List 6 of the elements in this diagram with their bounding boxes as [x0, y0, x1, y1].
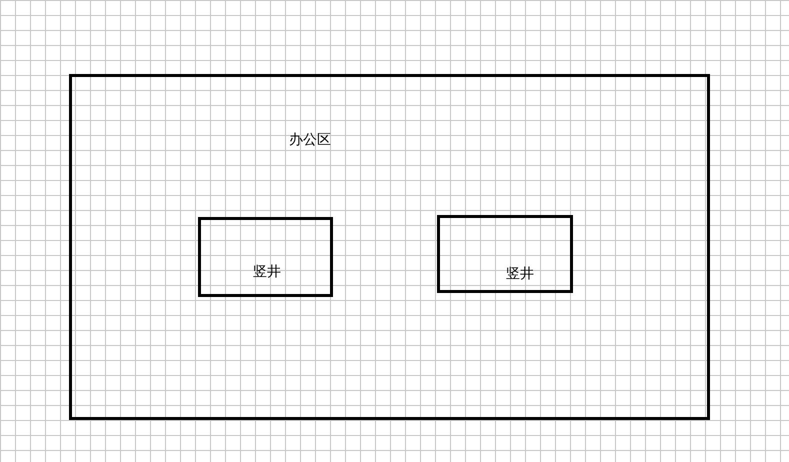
shaft-label: 竖井 — [253, 264, 281, 280]
room-label: 办公区 — [289, 132, 331, 148]
room-outline — [69, 74, 710, 420]
shaft-label: 竖井 — [506, 266, 534, 282]
shaft-box — [437, 215, 573, 293]
shaft-box — [198, 217, 333, 297]
